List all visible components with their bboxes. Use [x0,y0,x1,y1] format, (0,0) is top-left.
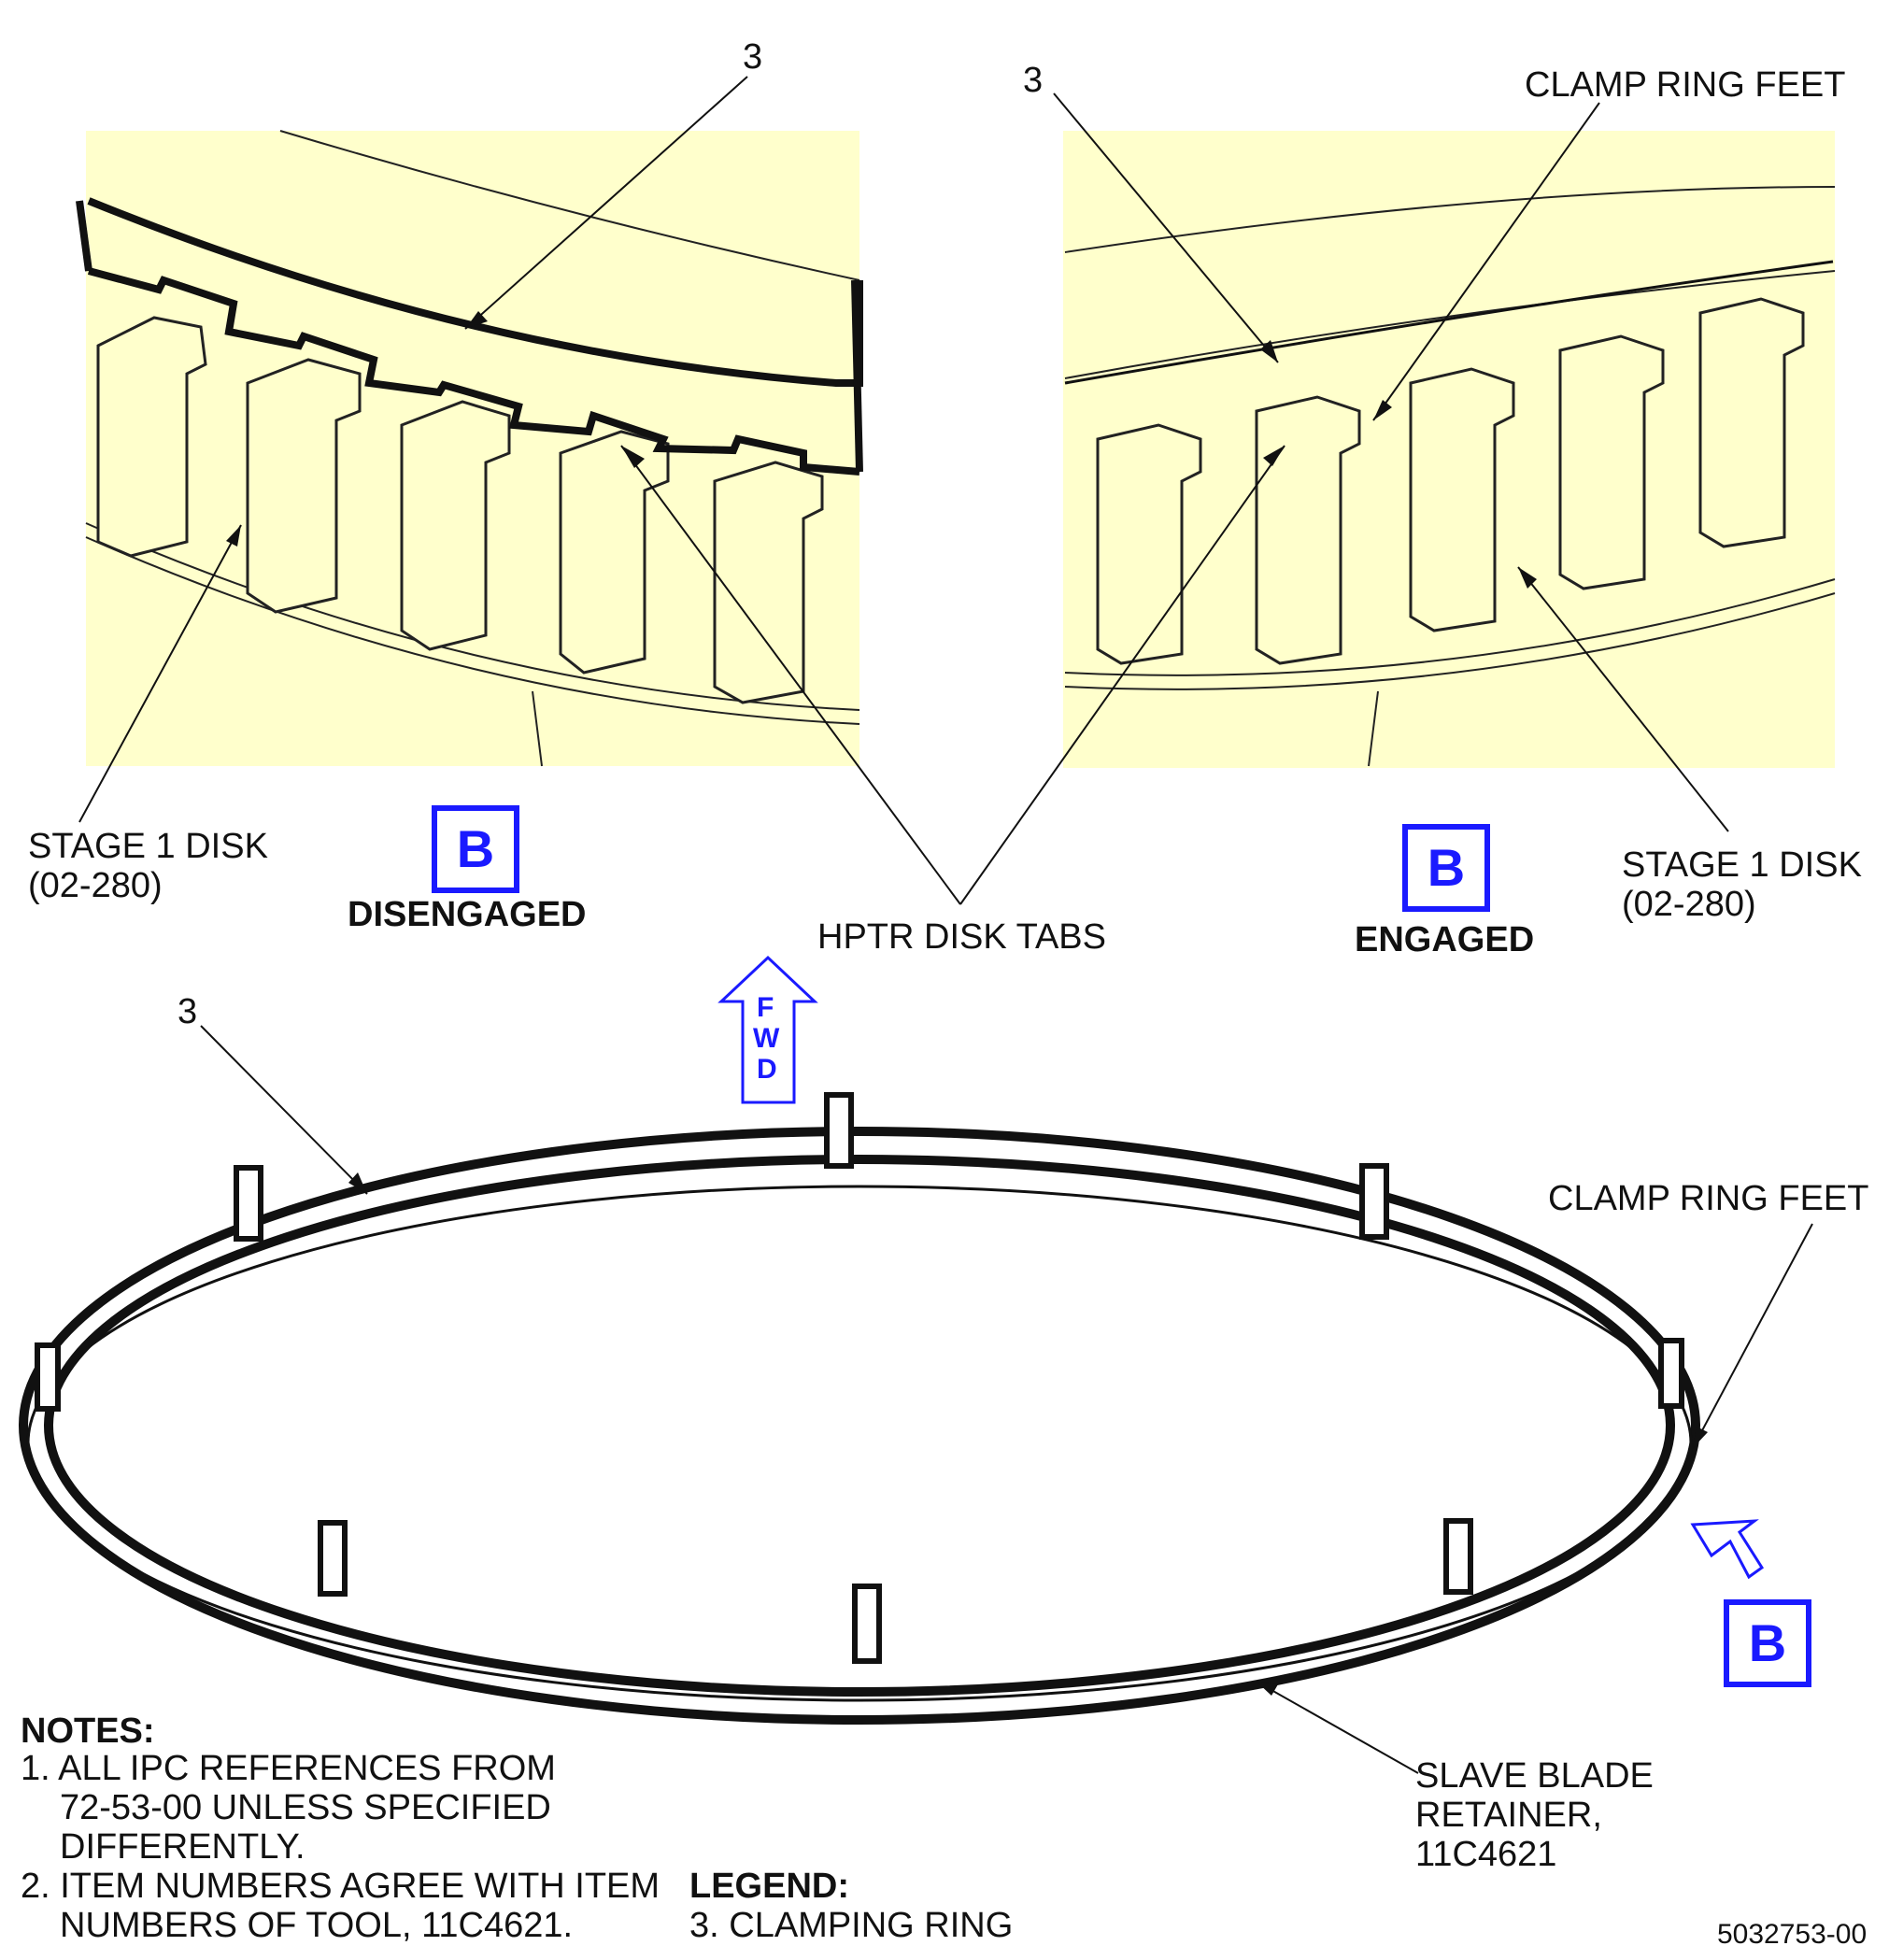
fwd-letter-f: F [757,992,774,1023]
right-item-callout: 3 [1023,61,1044,100]
retainer-label-line1: SLAVE BLADE [1415,1756,1654,1796]
fwd-arrow-outline [717,955,818,1104]
fwd-letter-w: W [753,1023,780,1054]
hptr-disk-tabs-label: HPTR DISK TABS [817,917,1106,957]
view-b-arrow [1690,1519,1765,1580]
clamp-ring-feet [35,1092,1684,1664]
note-2-line1: 2. ITEM NUMBERS AGREE WITH ITEM [21,1867,660,1906]
ring-feet-label: CLAMP RING FEET [1548,1179,1869,1218]
notes-heading: NOTES: [21,1711,155,1751]
note-1-line1: 1. ALL IPC REFERENCES FROM [21,1749,556,1788]
note-1-line2: 72-53-00 UNLESS SPECIFIED [60,1788,551,1827]
retainer-label-line2: RETAINER, [1415,1796,1602,1835]
ring-item-callout: 3 [178,992,198,1031]
right-state-label: ENGAGED [1355,920,1535,959]
left-disk-label-line1: STAGE 1 DISK [28,827,268,866]
left-view-letter-box: B [432,805,519,893]
note-2-line2: NUMBERS OF TOOL, 11C4621. [60,1906,574,1945]
disengaged-detail-view [76,130,863,767]
right-disk-label-line2: (02-280) [1622,885,1756,924]
right-disk-label-line1: STAGE 1 DISK [1622,845,1862,885]
figure-id: 5032753-00 [1717,1919,1868,1950]
right-feet-label: CLAMP RING FEET [1525,65,1846,105]
clamping-ring [19,1127,1700,1725]
engaged-detail-view [1063,131,1836,768]
left-disk-label-line2: (02-280) [28,866,163,905]
ring-view-letter-box: B [1724,1599,1811,1687]
right-view-letter-box: B [1402,824,1490,912]
note-1-line3: DIFFERENTLY. [60,1827,305,1867]
legend-item-3: 3. CLAMPING RING [689,1906,1014,1945]
legend-heading: LEGEND: [689,1867,849,1906]
left-item-callout: 3 [743,37,763,77]
left-state-label: DISENGAGED [348,895,587,934]
fwd-letter-d: D [757,1054,777,1085]
retainer-label-line3: 11C4621 [1415,1835,1557,1874]
